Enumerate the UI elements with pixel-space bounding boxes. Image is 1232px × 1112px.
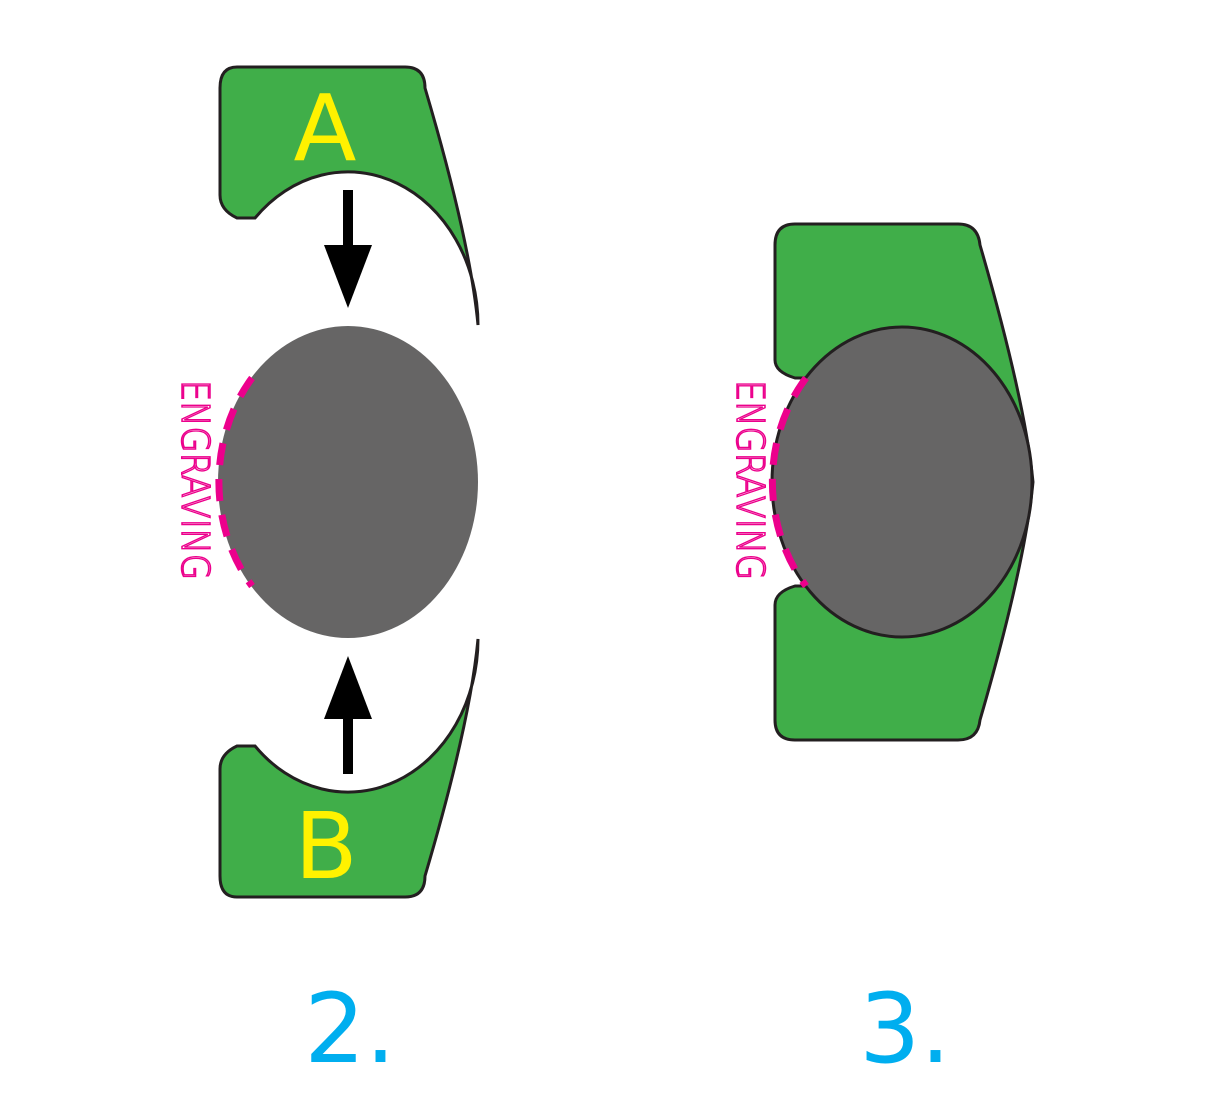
ring-stone bbox=[770, 325, 1034, 639]
engraving-label: ENGRAVING bbox=[173, 380, 217, 580]
engraving-label: ENGRAVING bbox=[728, 380, 772, 580]
arrow-down-icon bbox=[324, 190, 372, 308]
step-3-group: ENGRAVING 3. bbox=[727, 222, 1035, 1085]
part-b-label: B bbox=[294, 793, 357, 900]
jaw-b bbox=[218, 638, 480, 899]
engraving-dashed-arc bbox=[215, 375, 255, 589]
jaw-a bbox=[218, 65, 480, 326]
part-a-label: A bbox=[294, 75, 357, 182]
step-2-group: A B ENGRAVING 2. bbox=[172, 65, 480, 1085]
step-3-label: 3. bbox=[859, 973, 951, 1085]
arrow-up-icon bbox=[324, 656, 372, 774]
step-2-label: 2. bbox=[304, 973, 396, 1085]
engraving-dashed-arc bbox=[768, 375, 809, 589]
ring-stone bbox=[218, 326, 478, 638]
